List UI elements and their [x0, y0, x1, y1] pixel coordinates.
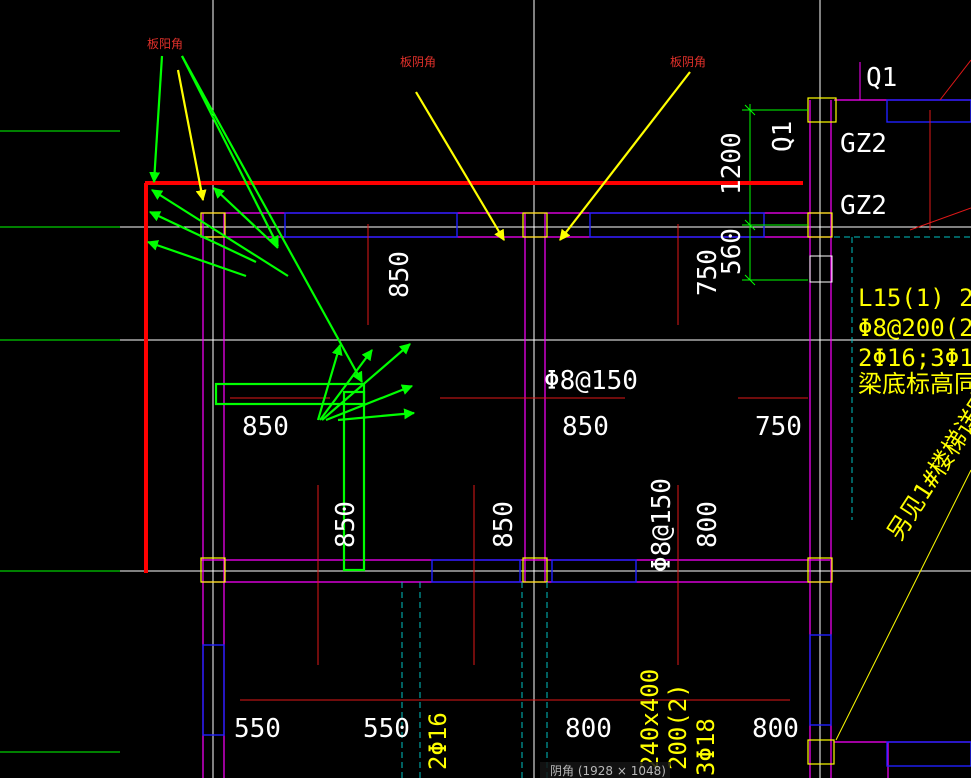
beam-l15-line1: L15(1) 240 [858, 284, 971, 312]
green-arrows [146, 55, 416, 422]
slab-edge-red [144, 181, 803, 573]
label-bottom-550-a: 550 [234, 714, 281, 744]
label-dim-800-vertical: 800 [693, 501, 723, 548]
dimension-lines [742, 104, 808, 286]
label-gz2-lower: GZ2 [840, 191, 887, 221]
label-dim-1200: 1200 [717, 132, 747, 195]
callout-middle: 板阴角 [400, 55, 436, 69]
label-rebar-phi8-150-h: Φ8@150 [544, 366, 638, 396]
label-beam-3phi18: 3Φ18 [692, 718, 720, 776]
stair-note: 另见1#楼梯详图 [882, 385, 971, 545]
rebar-lines [230, 59, 971, 701]
label-dim-850-vertical-left: 850 [331, 501, 361, 548]
label-dim-850-vertical-top: 850 [385, 251, 415, 298]
label-q1-top: Q1 [866, 63, 897, 93]
caption-bar [540, 762, 670, 778]
callout-right: 板阴角 [670, 55, 706, 69]
label-beam-240x400: 240x400 [636, 669, 664, 770]
label-bottom-550-b: 550 [363, 714, 410, 744]
label-gz2-upper: GZ2 [840, 129, 887, 159]
label-dim-750-right: 750 [755, 412, 802, 442]
beam-l15-line4: 梁底标高同板底 [858, 370, 971, 398]
label-dim-850-vertical-mid: 850 [489, 501, 519, 548]
label-bottom-2phi16: 2Φ16 [424, 712, 452, 770]
left-green-ticks [0, 130, 120, 753]
columns [200, 97, 837, 765]
stair-leader-line [835, 469, 971, 741]
hidden-lines [401, 236, 971, 778]
beam-l15-line2: Φ8@200(2 [858, 314, 971, 342]
label-beam-200-2: 200(2) [664, 683, 692, 770]
callout-left: 板阳角 [147, 37, 183, 51]
label-dim-850-mid: 850 [562, 412, 609, 442]
column-open [809, 255, 833, 283]
yellow-arrows [176, 69, 691, 241]
label-dim-560: 560 [717, 228, 747, 275]
label-bottom-800-b: 800 [752, 714, 799, 744]
beam-l15-line3: 2Φ16;3Φ16 [858, 344, 971, 372]
label-dim-850-left: 850 [242, 412, 289, 442]
label-rebar-phi8-150-v: Φ8@150 [647, 478, 677, 572]
label-q1-vertical: Q1 [768, 121, 798, 152]
beams [202, 99, 971, 767]
q1-tick-marks [845, 62, 861, 101]
label-bottom-800-a: 800 [565, 714, 612, 744]
label-dim-750-vertical: 750 [693, 249, 723, 296]
image-caption: 阴角 (1928 × 1048) [550, 764, 666, 778]
